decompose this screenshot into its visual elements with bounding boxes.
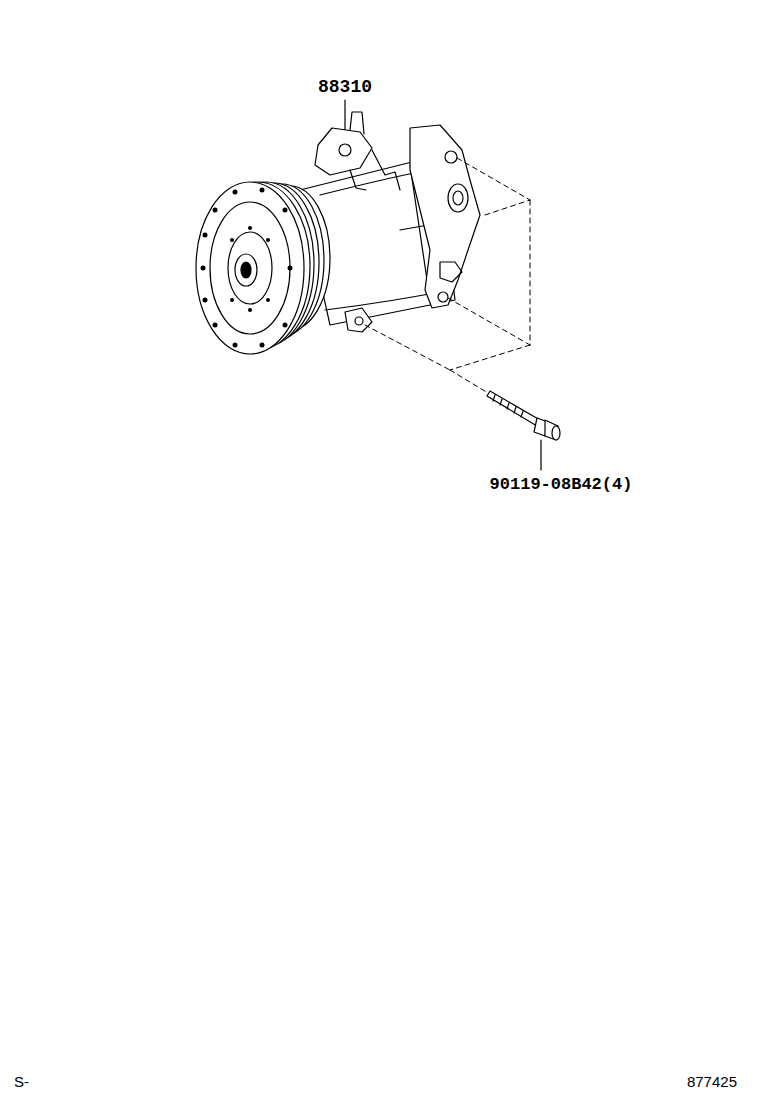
leader-line: [540, 440, 541, 470]
mounting-guide-lines: [365, 158, 530, 393]
part-number: 88310: [318, 78, 372, 96]
compressor-body: [300, 112, 480, 332]
sheet-code: S-: [14, 1074, 29, 1089]
figure-number: 877425: [687, 1074, 737, 1089]
part-number: 90119-08B42(4): [490, 476, 633, 493]
leader-line: [344, 100, 345, 130]
bolt: [487, 391, 560, 440]
pulley: [196, 182, 330, 354]
